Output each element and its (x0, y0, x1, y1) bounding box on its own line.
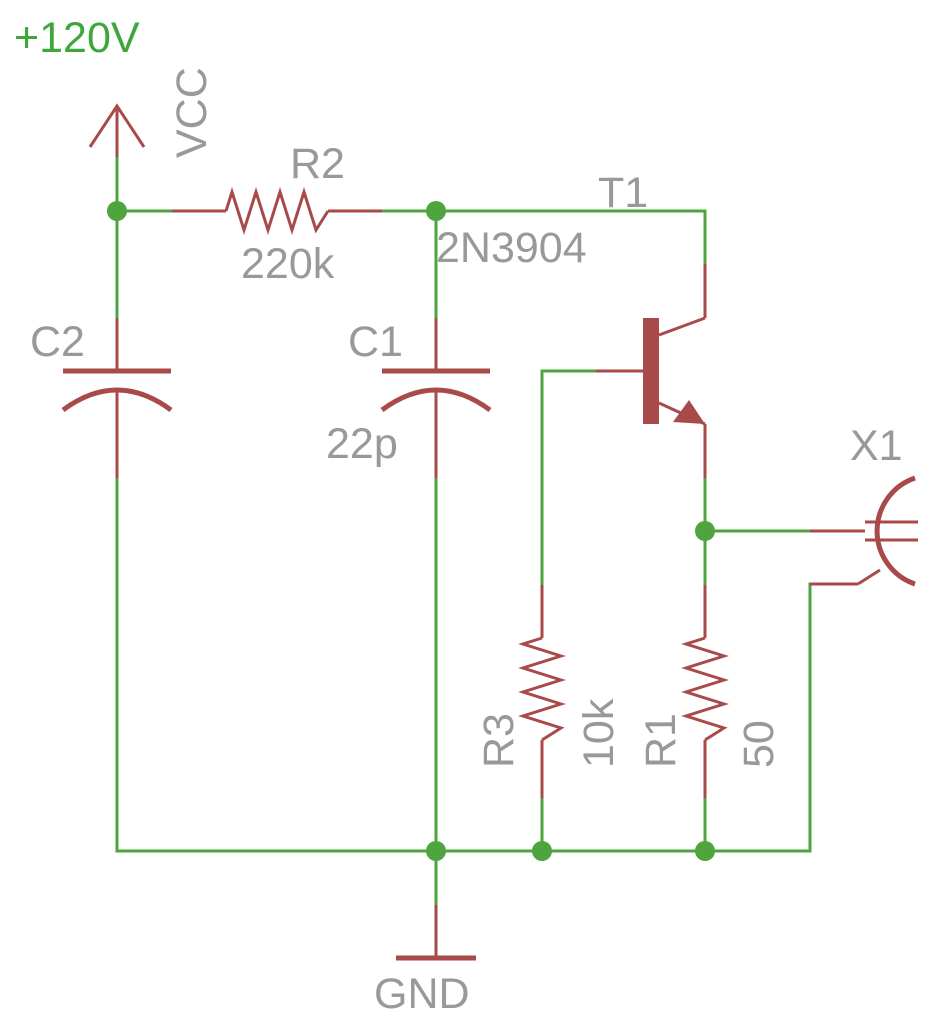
junction-dot (532, 841, 552, 861)
capacitor-c2 (61, 318, 173, 478)
capacitor-c1 (380, 318, 492, 478)
r3-value-label: 10k (575, 698, 623, 768)
junctions (107, 201, 715, 861)
resistor-r2 (172, 187, 382, 235)
connector-x1 (810, 475, 918, 587)
c1-name-label: C1 (348, 318, 403, 366)
x1-name-label: X1 (850, 422, 903, 470)
resistor-r1 (681, 585, 729, 798)
junction-dot (426, 201, 446, 221)
r2-name-label: R2 (290, 140, 345, 188)
r1-value-label: 50 (735, 720, 783, 768)
r3-name-label: R3 (475, 713, 523, 768)
emitter-arrow (673, 400, 705, 424)
resistor-r3 (518, 585, 566, 798)
gnd-net-label: GND (374, 970, 470, 1018)
junction-dot (695, 841, 715, 861)
c2-name-label: C2 (30, 318, 85, 366)
vcc-net-label: VCC (168, 67, 216, 158)
transistor-t1 (596, 264, 707, 478)
labels: +120V VCC R2 220k T1 2N3904 C2 C1 22p X1… (14, 14, 903, 1018)
r2-value-label: 220k (241, 240, 335, 288)
gnd-symbol (396, 905, 476, 961)
junction-dot (426, 841, 446, 861)
junction-dot (107, 201, 127, 221)
t1-name-label: T1 (598, 169, 648, 217)
r1-name-label: R1 (637, 713, 685, 768)
supply-voltage-label: +120V (14, 14, 140, 62)
c1-value-label: 22p (326, 420, 398, 468)
vcc-supply-symbol (88, 103, 146, 157)
t1-value-label: 2N3904 (436, 224, 587, 272)
junction-dot (695, 521, 715, 541)
transistor-base-bar (643, 318, 659, 424)
